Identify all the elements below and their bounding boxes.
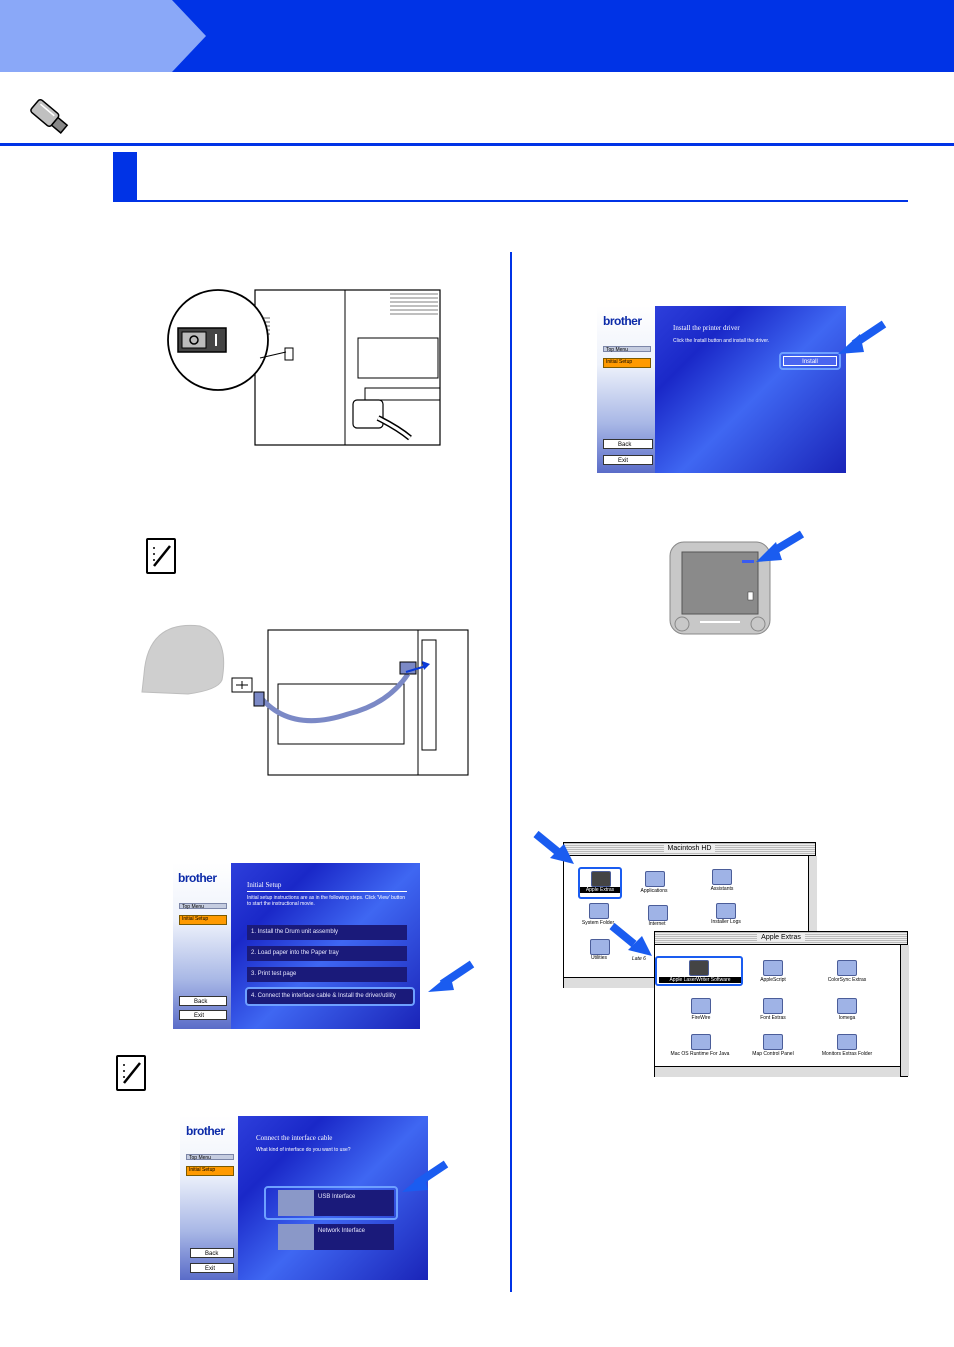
network-interface-option[interactable]: Network Interface — [314, 1224, 394, 1250]
pointer-arrow-icon-2 — [402, 1160, 449, 1192]
brother-logo: brother — [178, 871, 217, 885]
folder-label-mac-os-runtime[interactable]: Mac OS Runtime For Java — [670, 1051, 730, 1057]
initial-setup-button-2[interactable]: Initial Setup — [186, 1166, 234, 1176]
folder-icon[interactable] — [591, 871, 611, 887]
back-button[interactable]: Back — [179, 996, 227, 1006]
power-switch-illustration — [167, 289, 441, 446]
folder-label-map-control[interactable]: Map Control Panel — [752, 1051, 794, 1057]
folder-icon[interactable] — [837, 1034, 857, 1050]
usb-cable-icon — [30, 99, 69, 134]
folder-icon[interactable] — [645, 871, 665, 887]
folder-label-utilities[interactable]: Utilities — [590, 955, 608, 961]
folder-label-internet[interactable]: Internet — [648, 921, 666, 927]
apple-extras-highlight — [578, 867, 622, 899]
folder-label-font-extras[interactable]: Font Extras — [760, 1015, 786, 1021]
initial-setup-button[interactable]: Initial Setup — [179, 915, 227, 925]
pointer-arrow-icon-5 — [609, 922, 652, 956]
folder-icon[interactable] — [763, 1034, 783, 1050]
window-title-2: Apple Extras — [757, 934, 805, 941]
folder-label-colorsync[interactable]: ColorSync Extras — [827, 977, 867, 983]
folder-label-partial: Late 6 — [632, 956, 646, 962]
folder-label-laserwriter[interactable]: Apple LaserWriter Software — [659, 977, 741, 983]
pointer-arrow-icon — [428, 960, 475, 992]
install-highlight — [779, 352, 841, 370]
note-pencil-icon-2 — [116, 1055, 146, 1091]
option-load-paper[interactable]: 2. Load paper into the Paper tray — [247, 946, 407, 961]
network-interface-icon — [278, 1224, 314, 1250]
install-driver-screenshot: brother Top Menu Initial Setup Back Exit… — [597, 306, 846, 473]
folder-icon[interactable] — [648, 905, 668, 921]
macintosh-hd-titlebar[interactable]: Macintosh HD — [564, 843, 815, 856]
option-connect-cable[interactable]: 4. Connect the interface cable & Install… — [245, 987, 415, 1006]
disc-icon — [742, 560, 754, 563]
top-menu-button-3[interactable]: Top Menu — [603, 346, 651, 353]
usb-connection-illustration — [141, 624, 469, 776]
trash-icon — [747, 591, 754, 601]
folder-label-applescript[interactable]: AppleScript — [760, 977, 786, 983]
top-menu-button-2[interactable]: Top Menu — [186, 1154, 234, 1161]
usb-interface-icon — [278, 1190, 314, 1216]
scrollbar-vertical-2[interactable] — [900, 945, 909, 1076]
option-print-test[interactable]: 3. Print test page — [247, 967, 407, 982]
folder-icon[interactable] — [763, 960, 783, 976]
install-instructions: Click the Install button and install the… — [673, 338, 770, 344]
note-pencil-icon — [146, 538, 176, 574]
brother-logo-2: brother — [186, 1124, 225, 1138]
exit-button[interactable]: Exit — [179, 1010, 227, 1020]
folder-label-monitors-extras[interactable]: Monitors Extras Folder — [821, 1051, 873, 1057]
folder-icon[interactable] — [689, 960, 709, 976]
imac-illustration — [669, 530, 805, 635]
install-button[interactable]: Install — [783, 356, 837, 366]
scrollbar-vertical[interactable] — [808, 856, 817, 987]
brother-logo-3: brother — [603, 314, 642, 328]
folder-label-iomega[interactable]: Iomega — [838, 1015, 856, 1021]
laserwriter-highlight — [655, 956, 743, 986]
folder-icon[interactable] — [712, 869, 732, 885]
initial-setup-screenshot: brother Top Menu Initial Setup Back Exit… — [173, 863, 420, 1029]
folder-label-assistants[interactable]: Assistants — [710, 886, 734, 892]
folder-label-installer-logs[interactable]: Installer Logs — [711, 919, 741, 925]
scrollbar-horizontal-2[interactable] — [655, 1066, 900, 1077]
step-number-box — [113, 152, 137, 202]
usb-interface-option[interactable]: USB Interface — [314, 1190, 394, 1216]
folder-icon[interactable] — [716, 903, 736, 919]
exit-button-2[interactable]: Exit — [190, 1263, 234, 1273]
back-button-2[interactable]: Back — [190, 1248, 234, 1258]
usb-interface-highlight — [264, 1186, 398, 1220]
screen-title-3: Install the printer driver — [673, 324, 740, 332]
folder-icon[interactable] — [837, 998, 857, 1014]
screen-instructions: Initial setup instructions are as in the… — [247, 895, 406, 907]
folder-label-apple-extras[interactable]: Apple Extras — [580, 887, 620, 893]
screen-question: What kind of interface do you want to us… — [256, 1147, 351, 1153]
folder-icon[interactable] — [589, 903, 609, 919]
back-button-3[interactable]: Back — [603, 439, 653, 449]
folder-label-applications[interactable]: Applications — [640, 888, 668, 894]
folder-icon[interactable] — [763, 998, 783, 1014]
folder-icon[interactable] — [691, 998, 711, 1014]
folder-icon[interactable] — [590, 939, 610, 955]
step-underline — [137, 200, 908, 202]
step-tab — [0, 0, 206, 72]
exit-button-3[interactable]: Exit — [603, 455, 653, 465]
apple-extras-titlebar[interactable]: Apple Extras — [655, 932, 907, 945]
window-title: Macintosh HD — [663, 845, 716, 852]
folder-label-firewire[interactable]: FireWire — [691, 1015, 711, 1021]
pointer-arrow-icon-4 — [533, 830, 574, 864]
initial-setup-button-3[interactable]: Initial Setup — [603, 358, 651, 368]
apple-extras-window: Apple Extras Apple LaserWriter Software … — [654, 931, 909, 1077]
screen-title: Initial Setup — [247, 881, 282, 889]
column-divider — [510, 252, 512, 1292]
connect-interface-screenshot: brother Top Menu Initial Setup Back Exit… — [180, 1116, 428, 1280]
header-rule — [0, 143, 954, 146]
screen-title-2: Connect the interface cable — [256, 1134, 333, 1142]
option-drum-unit[interactable]: 1. Install the Drum unit assembly — [247, 925, 407, 940]
folder-icon[interactable] — [691, 1034, 711, 1050]
folder-label-system-folder[interactable]: System Folder — [581, 920, 615, 926]
top-menu-button[interactable]: Top Menu — [179, 903, 227, 910]
folder-icon[interactable] — [837, 960, 857, 976]
pointer-arrow-icon-3 — [838, 320, 887, 354]
